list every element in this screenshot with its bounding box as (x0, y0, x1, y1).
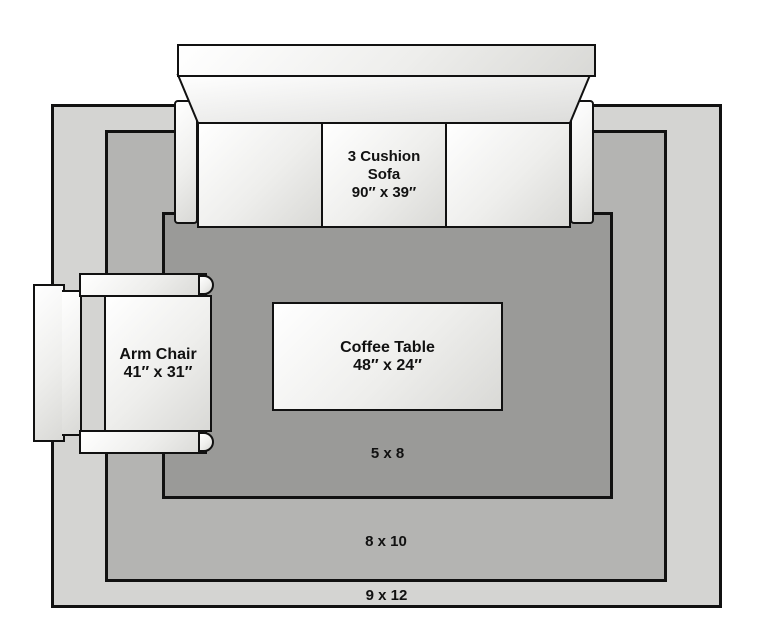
arm-chair-name: Arm Chair (119, 345, 197, 363)
sofa-cushion-middle: 3 Cushion Sofa 90″ x 39″ (321, 122, 447, 228)
coffee-table-dimensions: 48″ x 24″ (353, 356, 422, 374)
arm-chair-seat: Arm Chair 41″ x 31″ (104, 295, 212, 432)
sofa-name-line1: 3 Cushion (347, 148, 421, 165)
arm-chair-bottom-arm (79, 430, 207, 454)
arm-chair-back (33, 284, 65, 442)
arm-chair-top-arm (79, 273, 207, 297)
rug-9x12-label: 9 x 12 (365, 587, 408, 604)
coffee-table-name: Coffee Table (340, 338, 435, 356)
sofa-dimensions: 90″ x 39″ (351, 184, 417, 201)
coffee-table: Coffee Table 48″ x 24″ (272, 302, 503, 411)
sofa-name-line2: Sofa (367, 166, 401, 183)
sofa-backrest (177, 44, 596, 77)
sofa-right-arm (570, 100, 594, 224)
arm-chair-top-arm-cap (198, 275, 214, 295)
arm-chair-back-frame (62, 290, 82, 436)
sofa-cushion-right (445, 122, 571, 228)
arm-chair-dimensions: 41″ x 31″ (123, 363, 193, 381)
rug-8x10-label: 8 x 10 (365, 533, 407, 550)
arm-chair-bottom-arm-cap (198, 432, 214, 452)
sofa-cushion-left (197, 122, 323, 228)
rug-5x8-label: 5 x 8 (370, 445, 405, 462)
